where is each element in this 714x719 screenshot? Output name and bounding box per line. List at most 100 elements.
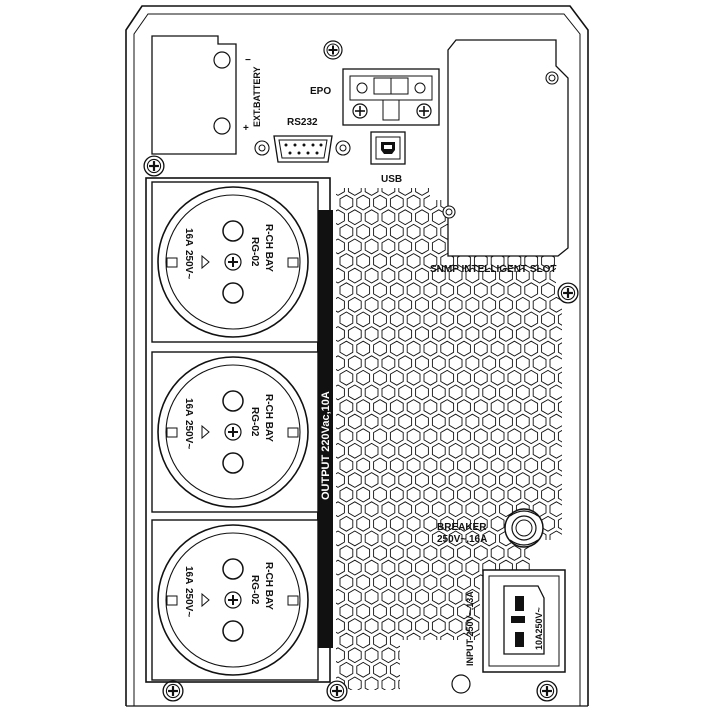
vent-hole [347,559,362,576]
vent-hole [339,574,354,591]
vent-hole [336,238,345,255]
vent-hole [398,355,413,372]
vent-hole [356,486,371,503]
vent-hole [398,530,413,547]
vent-hole [584,414,597,429]
vent-hole [567,414,580,429]
vent-hole [465,355,480,372]
vent-hole [584,297,597,312]
vent-hole [339,603,354,620]
vent-hole [482,530,497,547]
screw-icon [162,680,184,702]
ground-hole [451,674,471,694]
vent-hole [507,369,522,386]
vent-hole [364,326,379,342]
vent-hole [356,253,371,269]
vent-hole [575,400,588,415]
vent-hole [423,282,438,299]
vent-hole [381,472,396,488]
vent-hole [381,188,396,196]
socket-model-label: RG-02 [249,407,260,437]
input-power-inlet[interactable] [482,569,566,673]
vent-hole [473,253,488,269]
vent-hole [336,559,345,576]
vent-hole [423,603,438,620]
vent-hole [473,399,488,415]
vent-hole [567,502,580,517]
vent-hole [575,487,588,502]
vent-hole [592,546,605,561]
vent-hole [549,413,562,430]
vent-hole [584,589,597,604]
circuit-breaker[interactable] [504,508,544,548]
vent-hole [490,515,505,532]
ext-battery-label: EXT.BATTERY [252,66,262,127]
vent-hole [347,267,362,284]
warning-triangle-icon [201,254,210,270]
vent-hole [431,647,446,664]
vent-hole [515,676,530,690]
vent-hole [440,545,455,561]
vent-hole [373,603,387,620]
vent-hole [541,545,555,561]
vent-hole [373,369,387,386]
vent-hole [364,530,379,547]
vent-hole [406,632,421,649]
snmp-label: SNMP INTELLIGENT SLOT [430,264,556,275]
vent-hole [448,530,463,547]
vent-hole [373,515,387,532]
vent-hole [448,618,463,634]
vent-hole [431,413,446,430]
vent-hole [381,326,396,342]
vent-hole [549,296,562,313]
vent-hole [567,327,580,342]
vent-hole [347,588,362,605]
vent-hole [356,399,371,415]
vent-hole [515,384,530,401]
vent-hole [584,443,597,458]
vent-hole [524,369,539,386]
screw-icon [323,40,343,60]
vent-hole [364,413,379,430]
vent-hole [364,355,379,372]
vent-hole [431,238,446,255]
vent-hole [532,326,547,342]
vent-hole [440,340,455,357]
vent-hole [364,209,379,226]
usb-port[interactable] [370,131,406,165]
vent-hole [336,530,345,547]
vent-hole [423,340,438,357]
vent-hole [490,369,505,386]
vent-hole [575,633,588,648]
vent-hole [398,209,413,226]
vent-hole [440,311,455,328]
vent-hole [406,661,421,678]
vent-hole [406,223,421,240]
epo-connector[interactable] [342,68,440,126]
vent-hole [557,253,562,269]
vent-hole [592,429,605,444]
vent-hole [457,369,471,386]
vent-hole [389,311,404,328]
vent-hole [406,399,421,415]
vent-hole [532,472,547,488]
vent-hole [541,428,555,445]
vent-hole [567,531,580,546]
vent-hole [584,560,597,575]
vent-hole [389,515,404,532]
output-label-bar [317,210,333,648]
vent-hole [490,399,505,415]
vent-hole [482,355,497,372]
vent-hole [448,296,463,313]
ext-battery-connector[interactable] [151,35,237,155]
rs232-port[interactable] [254,135,351,163]
vent-hole [364,238,379,255]
vent-hole [406,369,421,386]
vent-hole [336,588,345,605]
vent-hole [398,238,413,255]
vent-hole [592,312,605,327]
snmp-slot-cover[interactable] [442,39,569,257]
